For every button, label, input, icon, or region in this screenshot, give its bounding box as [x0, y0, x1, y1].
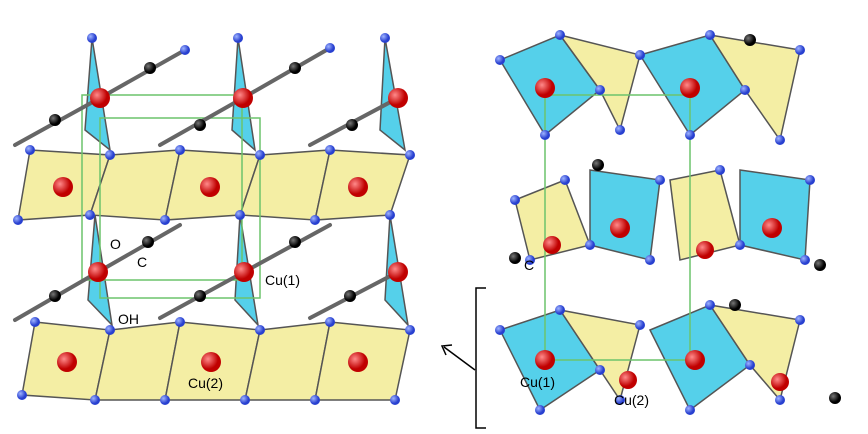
- label-cu2-right: Cu(2): [614, 392, 649, 408]
- right-carbon-atoms: [509, 34, 841, 404]
- label-oh: OH: [118, 311, 139, 327]
- right-unit-cell: [544, 94, 691, 361]
- label-o: O: [110, 236, 121, 252]
- left-structure-view: O C Cu(1) OH Cu(2): [13, 33, 415, 405]
- right-structure-view: C Cu(1) Cu(2): [495, 30, 841, 415]
- oxygen-atoms: [13, 33, 415, 405]
- copper-atoms: [53, 88, 408, 372]
- right-copper-atoms: [535, 78, 789, 391]
- right-oxygen-atoms: [495, 30, 815, 415]
- layer-bracket: [475, 287, 486, 429]
- unit-cell: [81, 94, 261, 299]
- view-direction-arrow: [440, 344, 476, 371]
- label-cu1-right: Cu(1): [520, 374, 555, 390]
- label-cu2: Cu(2): [188, 375, 223, 391]
- label-c: C: [137, 254, 147, 270]
- label-c-right: C: [524, 257, 534, 273]
- label-cu1: Cu(1): [265, 272, 300, 288]
- carbon-atoms: [49, 62, 358, 302]
- cu1-tetrahedra: [84, 37, 410, 328]
